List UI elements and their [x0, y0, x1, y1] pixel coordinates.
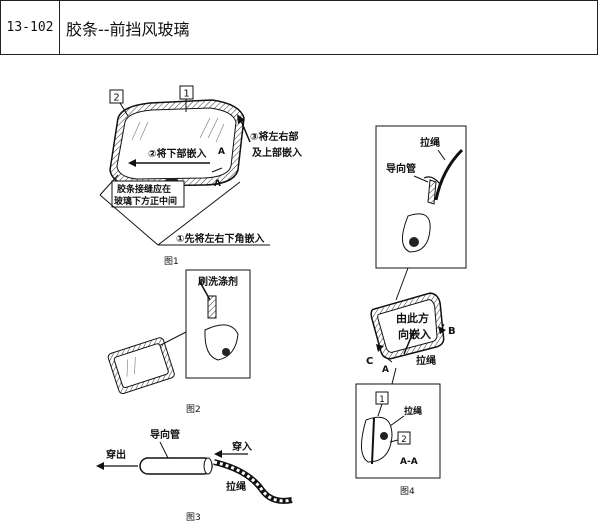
marker-b: B	[448, 326, 456, 337]
guide-top-label: 导向管	[386, 162, 416, 175]
detail-rope-leader	[389, 415, 405, 427]
section-line	[211, 167, 223, 173]
bottom-leader	[391, 367, 397, 385]
out-arrowhead	[96, 462, 104, 470]
glass-edge	[371, 417, 375, 465]
guide-tube	[139, 457, 213, 475]
detail-profile	[361, 416, 393, 463]
figure-2: 刷洗涤剂 图2	[107, 269, 251, 415]
rope-top-leader	[437, 149, 446, 161]
rope-label: 拉绳	[226, 480, 246, 493]
marker-a-bottom: A	[214, 179, 221, 189]
joint-note-line2: 玻璃下方正中间	[114, 195, 177, 207]
rope-mid	[403, 329, 415, 355]
brush-bristles	[207, 295, 217, 319]
section-code: 13-102	[1, 1, 60, 54]
figure-4-caption: 图4	[400, 486, 415, 497]
figure-4: 拉绳 导向管 由此方 向嵌入 B C A 拉绳 1 拉绳	[355, 125, 467, 497]
marker-a-fig4: A	[382, 365, 389, 375]
detail-box-2	[397, 431, 411, 445]
section-aa-label: A-A	[400, 457, 418, 467]
hand-top	[423, 176, 441, 185]
profile-spot	[222, 348, 230, 356]
page-header: 13-102 胶条--前挡风玻璃	[0, 0, 598, 55]
joint-note-box	[111, 180, 185, 208]
guide-top-leader	[413, 175, 429, 183]
direction-line2: 向嵌入	[398, 327, 431, 341]
rope-mid-label: 拉绳	[416, 354, 436, 367]
guide-tube-top	[427, 179, 437, 205]
step2-arrowhead	[128, 159, 136, 167]
top-leader	[395, 267, 409, 301]
marker-c: C	[366, 356, 373, 367]
glass-reflection	[131, 117, 225, 143]
step1-label: ①先将左右下角嵌入	[176, 232, 264, 245]
figure-1: 2 1 ③将左右部 及上部嵌入 ②将下部嵌入 A A 胶条接缝应在 玻璃下方正中…	[99, 85, 302, 267]
guide-leader	[159, 441, 169, 459]
figure-3: 导向管 穿出 穿入 拉绳 图3	[96, 428, 293, 523]
pull-rope-twist	[213, 460, 293, 503]
leader-step1-right	[157, 181, 241, 246]
detail-rope-spot	[380, 432, 388, 440]
detergent-label: 刷洗涤剂	[198, 275, 238, 288]
step3-arrowhead	[237, 114, 245, 124]
rope-top-label: 拉绳	[420, 136, 440, 149]
rope-top	[434, 148, 464, 201]
marker-a-top: A	[218, 147, 225, 157]
detail-rope-label: 拉绳	[404, 405, 422, 417]
windshield-glass	[116, 107, 237, 180]
tube-end	[203, 457, 213, 475]
mid-windshield	[370, 292, 445, 360]
step3-line2: 及上部嵌入	[252, 146, 302, 159]
page-title: 胶条--前挡风玻璃	[66, 19, 190, 39]
figure-1-caption: 图1	[164, 256, 179, 267]
detail-leader-1	[377, 403, 383, 417]
out-label: 穿出	[106, 448, 126, 461]
leader-2	[119, 102, 129, 117]
c-arrowhead	[376, 344, 384, 352]
detail-callout-1: 1	[379, 395, 385, 405]
detail-callout-2: 2	[401, 435, 407, 445]
leader-corner-left	[99, 174, 119, 196]
in-label: 穿入	[232, 440, 252, 453]
profile-top-spot	[409, 237, 419, 247]
step2-label: ②将下部嵌入	[148, 147, 206, 160]
callout-box-2	[109, 89, 124, 104]
a-section-line	[383, 355, 393, 363]
figure-3-caption: 图3	[186, 512, 201, 523]
in-arrowhead	[214, 450, 222, 458]
step3-line1: ③将左右部	[250, 130, 298, 143]
callout-2: 2	[113, 93, 119, 104]
detail-leader-2	[389, 439, 399, 443]
b-arrowhead	[438, 326, 446, 334]
small-windshield	[107, 337, 175, 395]
callout-1: 1	[183, 89, 189, 100]
guide-tube-label: 导向管	[150, 428, 180, 441]
direction-line1: 由此方	[396, 311, 429, 325]
leader-step1-left	[99, 194, 159, 246]
joint-note-line1: 胶条接缝应在	[117, 183, 171, 195]
figure-2-caption: 图2	[186, 404, 201, 415]
